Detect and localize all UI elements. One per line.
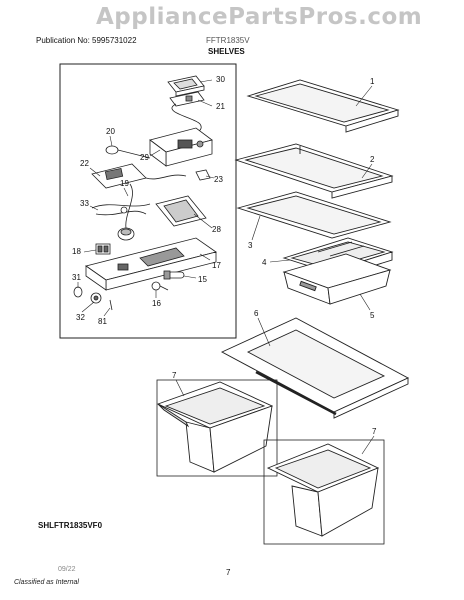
part-32-knob[interactable]	[90, 292, 102, 304]
callout-7-right: 7	[372, 427, 377, 436]
callout-23: 23	[214, 175, 223, 184]
part-5-deli-drawer[interactable]	[282, 253, 392, 305]
classification-note: Classified as Internal	[14, 579, 79, 586]
part-2-wire-shelf[interactable]	[234, 143, 394, 199]
part-1-glass-shelf[interactable]	[246, 79, 400, 133]
leader-lines-inset	[77, 79, 215, 317]
callout-20: 20	[106, 127, 115, 136]
part-30-light-lens[interactable]	[167, 75, 205, 97]
part-23-connector[interactable]	[195, 169, 211, 181]
publication-number: Publication No: 5995731022	[36, 36, 137, 45]
part-6-crisper-cover[interactable]	[220, 317, 410, 419]
callout-18: 18	[72, 247, 81, 256]
part-16-socket[interactable]	[151, 281, 169, 291]
callout-16: 16	[152, 299, 161, 308]
part-7-crisper-pan-left[interactable]	[156, 381, 274, 473]
callout-31: 31	[72, 273, 81, 282]
callout-81: 81	[98, 317, 107, 326]
model-number: FFTR1835V	[206, 36, 250, 45]
part-15-light-bulb[interactable]	[163, 270, 185, 280]
callout-7-left: 7	[172, 371, 177, 380]
callout-30: 30	[216, 75, 225, 84]
callout-19: 19	[120, 179, 129, 188]
part-33-wire-assembly[interactable]	[91, 203, 151, 216]
callout-5: 5	[370, 311, 375, 320]
part-28-air-duct[interactable]	[155, 195, 207, 227]
callout-33: 33	[80, 199, 89, 208]
leader-lines-right	[175, 85, 375, 455]
part-19-thermostat[interactable]	[117, 183, 135, 241]
callout-3: 3	[248, 241, 253, 250]
callout-28: 28	[212, 225, 221, 234]
part-22-panel[interactable]	[91, 163, 187, 189]
callout-22: 22	[80, 159, 89, 168]
revision-date: 09/22	[58, 566, 76, 573]
part-7-crisper-pan-right[interactable]	[266, 443, 380, 537]
callout-15: 15	[198, 275, 207, 284]
part-18-switch[interactable]	[95, 243, 111, 255]
diagram-code: SHLFTR1835VF0	[38, 521, 103, 530]
crisper-right-box	[263, 439, 385, 545]
crisper-left-box	[156, 379, 278, 477]
callout-4: 4	[262, 258, 267, 267]
part-81-pin[interactable]	[109, 299, 113, 311]
part-3-glass-shelf[interactable]	[236, 191, 392, 239]
callout-6: 6	[254, 309, 259, 318]
part-21-bracket[interactable]	[169, 91, 205, 107]
watermark: AppliancePartsPros.com	[96, 4, 423, 30]
part-17-control-box[interactable]	[85, 237, 217, 291]
callout-29: 29	[140, 153, 149, 162]
callout-17: 17	[212, 261, 221, 270]
control-assembly-inset	[59, 63, 237, 339]
callout-32: 32	[76, 313, 85, 322]
section-title: SHELVES	[208, 47, 245, 56]
part-29-control-housing[interactable]	[149, 127, 213, 167]
page-number: 7	[226, 568, 231, 577]
callout-2: 2	[370, 155, 375, 164]
callout-1: 1	[370, 77, 375, 86]
callout-21: 21	[216, 102, 225, 111]
callout-labels: 30 21 20 19 29 22 23 33 28 18 15 31 17 1…	[72, 75, 377, 436]
part-31-screw[interactable]	[73, 286, 83, 298]
